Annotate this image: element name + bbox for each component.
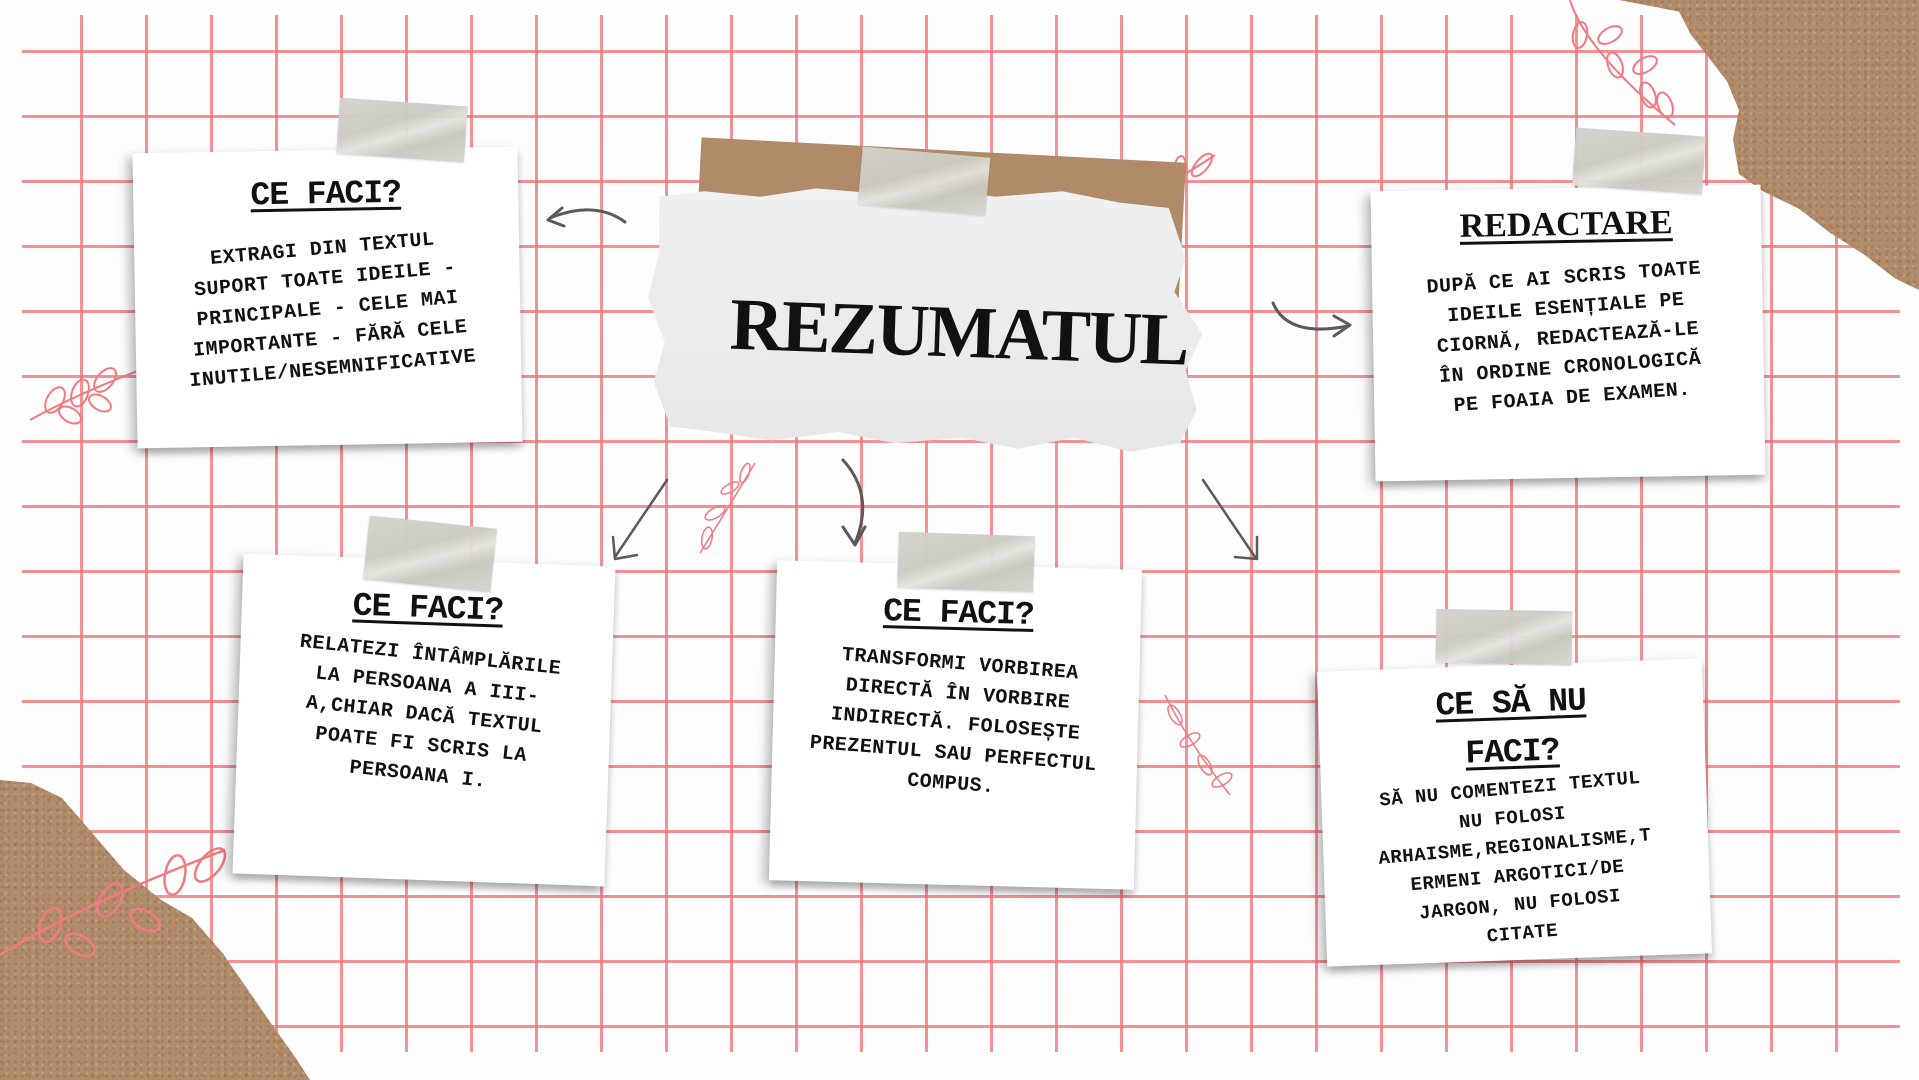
card-donts: CE SĂ NU FACI? SĂ NU COMENTEZI TEXTUL NU… bbox=[1316, 658, 1713, 967]
card-extract-ideas: CE FACI? EXTRAGI DIN TEXTUL SUPORT TOATE… bbox=[132, 146, 523, 449]
card-body: RELATEZI ÎNTÂMPLĂRILE LA PERSOANA A III-… bbox=[298, 630, 563, 794]
tape-strip-icon bbox=[897, 531, 1035, 593]
card-title: CE FACI? bbox=[882, 593, 1035, 635]
card-title: FACI? bbox=[1464, 732, 1561, 773]
card-body: DUPĂ CE AI SCRIS TOATE IDEILE ESENȚIALE … bbox=[1425, 257, 1702, 419]
card-indirect-speech: CE FACI? TRANSFORMI VORBIREA DIRECTĂ ÎN … bbox=[768, 560, 1143, 890]
card-title: CE FACI? bbox=[250, 174, 402, 215]
card-body: SĂ NU COMENTEZI TEXTUL NU FOLOSI ARHAISM… bbox=[1377, 766, 1653, 948]
curved-arrow-left-icon bbox=[546, 206, 627, 228]
torn-paper-center bbox=[648, 188, 1203, 452]
card-redactare: REDACTARE DUPĂ CE AI SCRIS TOATE IDEILE … bbox=[1370, 184, 1766, 482]
card-title: CE SĂ NU bbox=[1434, 682, 1587, 725]
arrow-down-right-icon bbox=[1201, 478, 1259, 561]
curved-arrow-down-icon bbox=[841, 458, 867, 547]
card-title: REDACTARE bbox=[1459, 204, 1673, 245]
tape-strip-icon bbox=[1435, 608, 1573, 666]
card-third-person: CE FACI? RELATEZI ÎNTÂMPLĂRILE LA PERSOA… bbox=[232, 553, 616, 887]
tape-strip-icon bbox=[336, 97, 468, 163]
tape-strip-icon bbox=[857, 146, 991, 216]
page-title: REZUMATUL bbox=[728, 283, 1189, 382]
card-title: CE FACI? bbox=[352, 587, 504, 630]
card-body: TRANSFORMI VORBIREA DIRECTĂ ÎN VORBIRE I… bbox=[808, 643, 1098, 800]
curved-arrow-right-icon bbox=[1271, 301, 1352, 338]
tape-strip-icon bbox=[363, 515, 497, 593]
arrow-down-left-icon bbox=[611, 478, 669, 561]
tape-strip-icon bbox=[1572, 127, 1706, 195]
card-body: EXTRAGI DIN TEXTUL SUPORT TOATE IDEILE -… bbox=[188, 228, 478, 394]
